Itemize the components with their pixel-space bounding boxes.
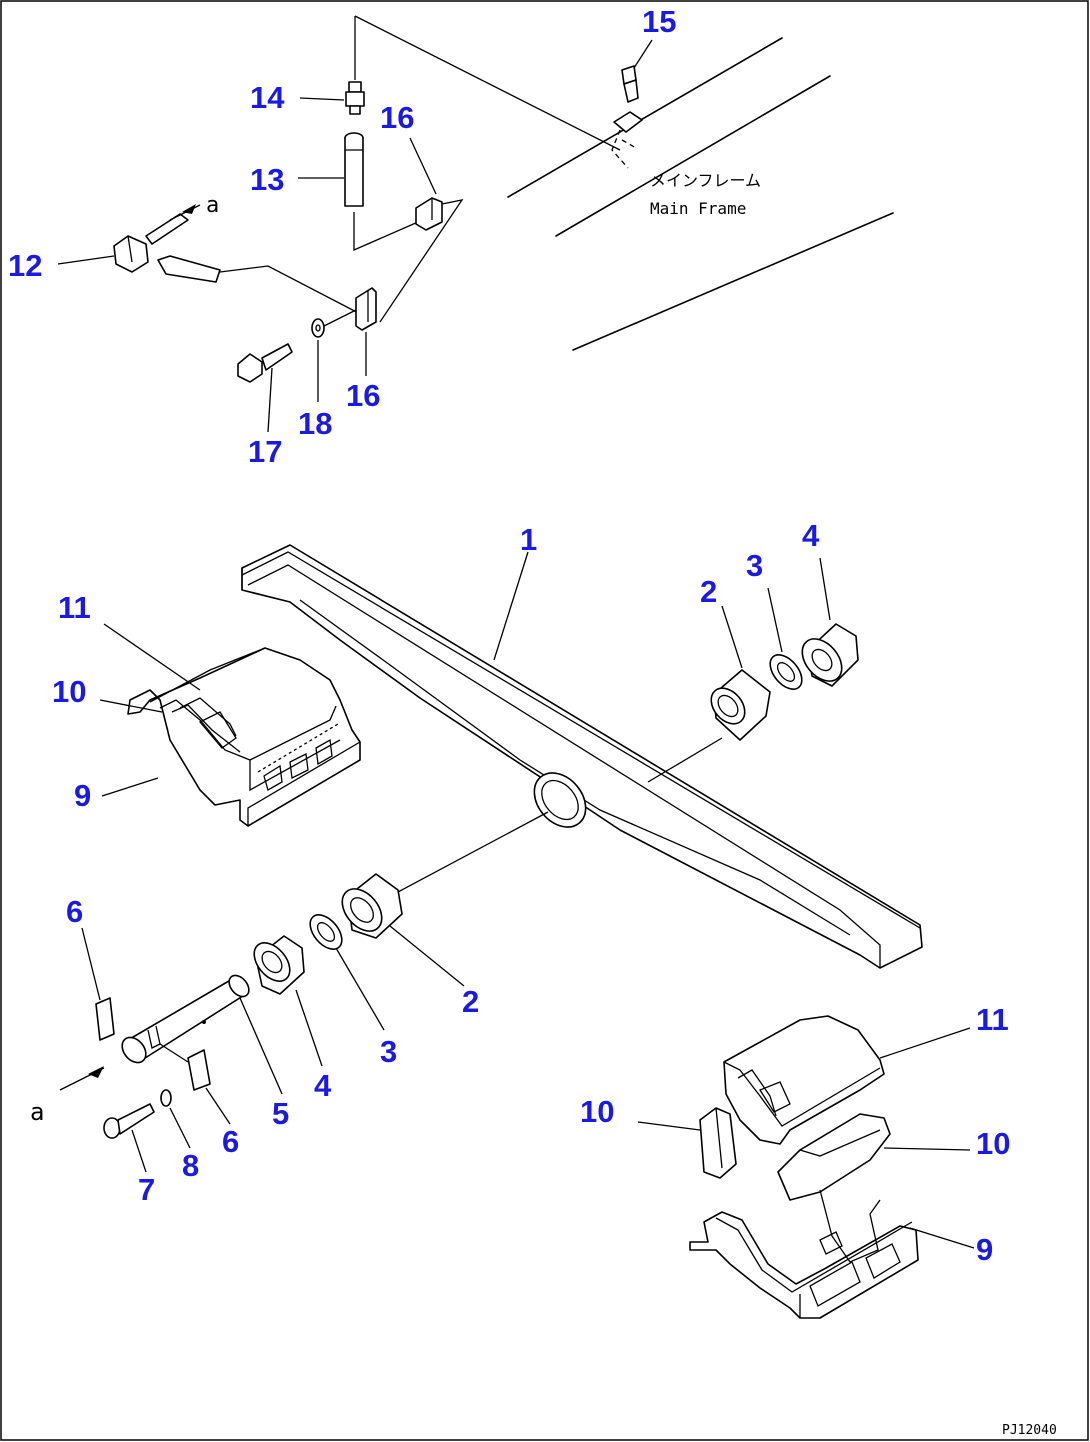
- leader-11-lower: [879, 1027, 971, 1059]
- leader-8: [169, 1107, 191, 1149]
- axis-left: [397, 811, 549, 893]
- pad-10-lower-left: [699, 1107, 737, 1179]
- label-9-upper: 9: [74, 778, 91, 813]
- label-7: 7: [138, 1172, 155, 1207]
- label-13: 13: [250, 162, 284, 197]
- collar-4-right: [801, 623, 859, 687]
- label-6-upper: 6: [66, 894, 83, 929]
- plate-6-upper: [95, 997, 115, 1041]
- grease-fitting-15: [621, 65, 639, 103]
- leader-10-upper: [99, 699, 163, 713]
- plate-6-lower: [187, 1049, 211, 1091]
- leader-2-left: [389, 925, 465, 987]
- leader-14: [299, 97, 345, 101]
- fitting-14: [345, 81, 365, 115]
- seal-3-right: [769, 654, 803, 690]
- label-5: 5: [272, 1096, 289, 1131]
- label-12: 12: [8, 248, 42, 283]
- label-4-right: 4: [802, 518, 820, 553]
- label-4-left: 4: [314, 1068, 332, 1103]
- ref-a-bottom: a: [30, 1098, 44, 1126]
- hose-end: [157, 255, 369, 319]
- label-16-lower: 16: [346, 378, 380, 413]
- elbow-12: [113, 213, 189, 273]
- leader-4-right: [819, 557, 831, 621]
- clip-16-upper: [415, 197, 443, 231]
- label-10-lower-left: 10: [580, 1094, 614, 1129]
- leader-9-lower: [909, 1227, 975, 1249]
- bushing-2-right: [710, 669, 771, 741]
- label-18: 18: [298, 406, 332, 441]
- leader-15: [633, 39, 653, 69]
- label-11-lower: 11: [976, 1002, 1009, 1037]
- tube-line: [353, 212, 419, 251]
- label-17: 17: [248, 434, 282, 469]
- ref-a-top: a: [206, 193, 219, 218]
- clip-16-lower: [355, 287, 377, 331]
- bolt-7: [103, 1103, 155, 1139]
- label-2-left: 2: [462, 984, 479, 1019]
- label-1: 1: [520, 522, 537, 557]
- leader-5: [239, 997, 283, 1095]
- label-14: 14: [250, 80, 285, 115]
- leader-6-lower: [205, 1087, 231, 1125]
- arrow-a-top: [169, 204, 201, 221]
- frame-bracket: [611, 111, 643, 169]
- collar-4-left: [253, 935, 305, 995]
- saddle-cap-11-lower: [723, 1015, 885, 1145]
- label-2-right: 2: [700, 574, 717, 609]
- bolt-axis: [323, 309, 357, 327]
- label-15: 15: [642, 4, 676, 39]
- label-10-upper: 10: [52, 674, 86, 709]
- pin-5: [121, 974, 250, 1064]
- main-frame-label-jp: メインフレーム: [650, 171, 761, 190]
- saddle-base-9-lower: [689, 1189, 919, 1319]
- saddle-assembly-upper: [127, 647, 361, 827]
- leader-6-upper: [81, 927, 101, 1001]
- hose-line-16: [379, 199, 464, 323]
- label-9-lower: 9: [976, 1232, 993, 1267]
- arrow-a-bottom: [59, 1066, 105, 1091]
- label-10-lower-right: 10: [976, 1126, 1010, 1161]
- washer-18: [311, 318, 325, 338]
- leader-1: [493, 551, 529, 661]
- leader-12: [57, 255, 115, 265]
- leader-7: [131, 1129, 147, 1173]
- link-6: [159, 1043, 189, 1063]
- washer-8: [160, 1089, 172, 1107]
- bushing-2-left: [341, 873, 403, 939]
- bolt-17: [237, 343, 293, 383]
- label-11-upper: 11: [58, 590, 91, 625]
- main-frame-lines: [507, 37, 894, 351]
- label-3-left: 3: [380, 1034, 397, 1069]
- leader-16-upper: [409, 137, 437, 195]
- main-frame-label-en: Main Frame: [650, 199, 746, 218]
- leader-10-lower-right: [883, 1147, 971, 1151]
- leader-10-lower-left: [637, 1121, 701, 1131]
- label-6-lower: 6: [222, 1124, 239, 1159]
- tube-13: [344, 132, 364, 207]
- pad-10-lower-right: [777, 1113, 891, 1201]
- leader-11-upper: [103, 623, 201, 691]
- pointer-line: [354, 15, 621, 151]
- label-3-right: 3: [746, 548, 763, 583]
- leader-3-right: [767, 587, 783, 653]
- leader-9-upper: [101, 777, 159, 797]
- label-16-upper: 16: [380, 100, 414, 135]
- equalizer-bar-1: [241, 544, 923, 969]
- axis-right: [647, 737, 723, 783]
- leader-4-left: [295, 989, 323, 1067]
- drawing-code: PJ12040: [1002, 1423, 1057, 1438]
- leader-3-left: [335, 947, 385, 1031]
- seal-3-left: [309, 914, 343, 950]
- leader-2-right: [721, 605, 743, 669]
- label-8: 8: [182, 1148, 199, 1183]
- leader-17: [267, 367, 273, 433]
